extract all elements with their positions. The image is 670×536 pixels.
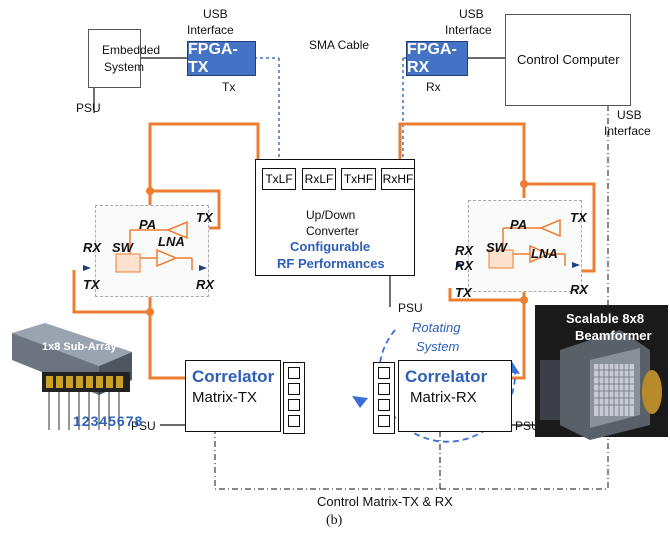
correlator-tx-sub: Matrix-TX [192,389,257,406]
pa-label-left: PA [139,217,157,232]
correlator-rx-box [398,360,512,432]
subarray-numbers: 12345678 [73,413,144,429]
filter-txhf: TxHF [341,168,376,190]
rf-performances-label: RF Performances [277,256,385,271]
frontend-chip-left [95,205,209,297]
embedded-system-label-2: System [104,60,145,74]
psu-label-embedded: PSU [76,101,101,115]
psu-label-converter: PSU [398,301,423,315]
sw-label-right: SW [486,240,507,255]
rotating-label-1: Rotating [412,320,461,335]
usb-tx-label-1: USB [203,7,228,21]
sw-label-left: SW [112,240,133,255]
usb-right-label-1: USB [617,108,642,122]
control-matrix-label: Control Matrix-TX & RX [317,494,453,509]
correlator-rx-port-strip [373,362,395,434]
correlator-tx-title: Correlator [192,367,275,386]
usb-tx-label-2: Interface [187,23,234,37]
correlator-rx-title: Correlator [405,367,488,386]
tx-label: Tx [222,80,236,94]
tx-label-right-bottom: TX [455,285,472,300]
psu-label-correlator-tx: PSU [131,419,156,433]
filter-txlf: TxLF [262,168,296,190]
fpga-tx-box: FPGA-TX [187,41,256,76]
rx-label-left-bottom: RX [196,277,215,292]
usb-rx-label-1: USB [459,7,484,21]
rx-label-right-bottom: RX [570,282,589,297]
frontend-chip-right [468,200,582,292]
control-computer-box [505,14,631,106]
psu-label-correlator-rx: PSU [515,419,540,433]
embedded-system-label-1: Embedded [102,43,161,57]
converter-line2: Converter [306,224,359,238]
usb-right-label-2: Interface [604,124,651,138]
tx-label-right-top: TX [570,210,587,225]
rx-label-right-side: RX [455,243,474,258]
control-computer-label: Control Computer [517,52,620,67]
beamformer-label-2: Beamformer [575,328,652,343]
rx-label: Rx [426,80,441,94]
lna-label-right: LNA [531,246,558,261]
sma-cable-label: SMA Cable [309,38,370,52]
filter-rxlf: RxLF [302,168,336,190]
filter-rxhf: RxHF [381,168,415,190]
embedded-system-box [88,29,141,88]
tx-label-left-bottom: TX [83,277,100,292]
rotating-label-2: System [416,339,460,354]
correlator-tx-box [185,360,281,432]
converter-line1: Up/Down [306,208,356,222]
subarray-title: 1x8 Sub-Array [42,341,117,353]
rx-label-left-side: RX [83,240,102,255]
usb-rx-label-2: Interface [445,23,492,37]
tx-label-left-top: TX [196,210,213,225]
correlator-tx-port-strip [283,362,305,434]
correlator-rx-sub: Matrix-RX [410,389,477,406]
configurable-label: Configurable [290,239,371,254]
lna-label-left: LNA [158,234,185,249]
beamformer-label-1: Scalable 8x8 [566,311,645,326]
rx-label-right-small: RX [455,258,474,273]
pa-label-right: PA [510,217,528,232]
figure-caption: (b) [326,513,343,528]
fpga-rx-box: FPGA-RX [406,41,468,76]
